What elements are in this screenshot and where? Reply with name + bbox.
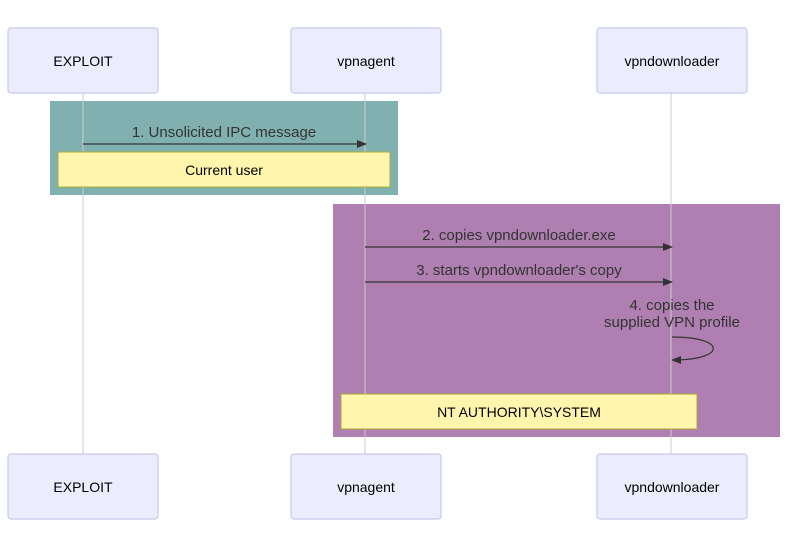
- current-user-note-label: Current user: [185, 162, 263, 178]
- actor-vpnagent-bottom: vpnagent: [290, 453, 442, 520]
- actor-vpnagent-bottom-label: vpnagent: [337, 479, 395, 495]
- current-user-note: Current user: [57, 151, 391, 188]
- system-note-label: NT AUTHORITY\SYSTEM: [437, 404, 601, 420]
- actor-exploit-top: EXPLOIT: [7, 27, 159, 94]
- actor-vpndownloader-top-label: vpndownloader: [625, 53, 720, 69]
- message-4-label-line2: supplied VPN profile: [604, 314, 740, 331]
- actor-vpnagent-top-label: vpnagent: [337, 53, 395, 69]
- actor-vpndownloader-bottom: vpndownloader: [596, 453, 748, 520]
- actor-exploit-bottom-label: EXPLOIT: [53, 479, 113, 495]
- actor-vpnagent-top: vpnagent: [290, 27, 442, 94]
- message-4-label-line1: 4. copies the: [629, 297, 714, 314]
- actor-vpndownloader-top: vpndownloader: [596, 27, 748, 94]
- message-2-label: 2. copies vpndownloader.exe: [422, 227, 615, 244]
- actor-exploit-top-label: EXPLOIT: [53, 53, 113, 69]
- message-3-label: 3. starts vpndownloader's copy: [416, 262, 622, 279]
- actor-vpndownloader-bottom-label: vpndownloader: [625, 479, 720, 495]
- message-1-label: 1. Unsolicited IPC message: [132, 124, 316, 141]
- system-note: NT AUTHORITY\SYSTEM: [340, 393, 698, 430]
- message-4-self-arrow: [671, 336, 714, 364]
- actor-exploit-bottom: EXPLOIT: [7, 453, 159, 520]
